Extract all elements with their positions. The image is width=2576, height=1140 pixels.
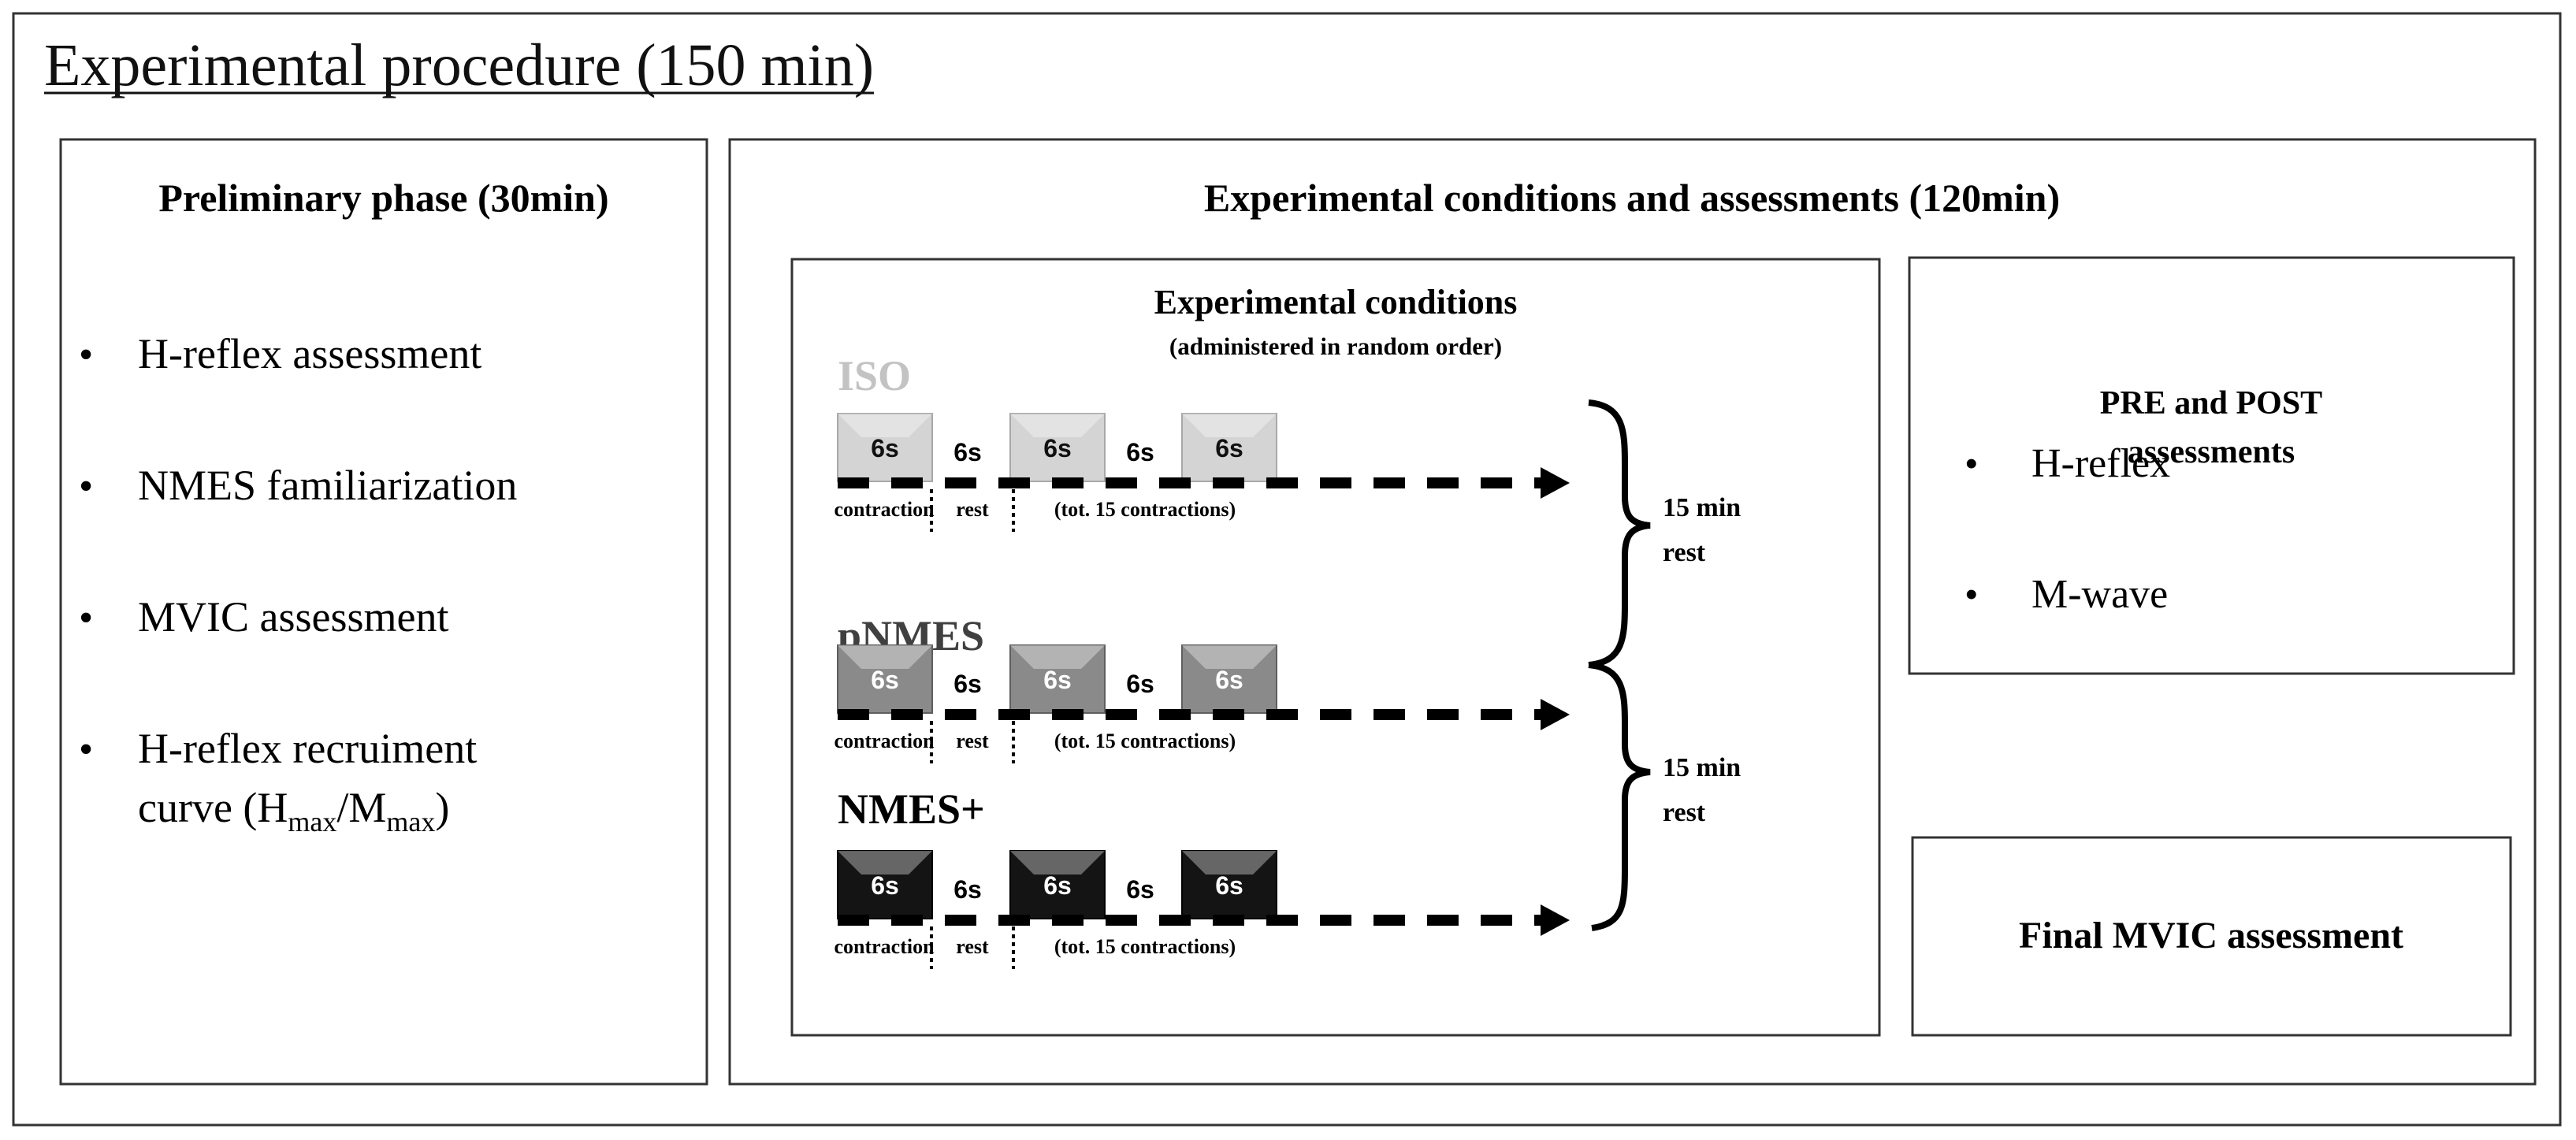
contraction-block: 6s [1009, 413, 1106, 482]
arrow-head-icon [1541, 467, 1570, 499]
rest-period-label: rest [1663, 798, 1706, 827]
arrow-head-icon [1541, 904, 1570, 936]
rest-label: rest [956, 498, 989, 521]
arrow-head-icon [1541, 699, 1570, 730]
pre-post-box: PRE and POST assessments • H-reflex • M-wav… [1908, 256, 2515, 675]
contraction-label: contraction [834, 935, 935, 958]
experimental-title: Experimental conditions and assessments … [1204, 176, 2060, 220]
bullet-icon: • [79, 596, 93, 641]
outer-frame [12, 12, 2562, 1127]
rest-period-duration: 15 min [1663, 493, 1741, 522]
bullet-icon: • [79, 464, 93, 509]
bullet-icon: • [1965, 572, 1979, 616]
contraction-block: 6s [1009, 850, 1106, 919]
block-duration: 6s [1043, 666, 1072, 694]
brace-2 [1588, 662, 1651, 931]
rest-period-label: rest [1663, 538, 1706, 567]
block-duration: 6s [1215, 666, 1243, 694]
contraction-block: 6s [1181, 850, 1277, 919]
pre-post-title-2: assessments [2128, 434, 2295, 470]
block-duration: 6s [1215, 871, 1243, 900]
bullet-icon: • [1965, 441, 1979, 485]
contraction-block: 6s [1181, 413, 1277, 482]
rest-duration: 6s [953, 875, 982, 904]
rest-period-duration: 15 min [1663, 753, 1741, 782]
contraction-block: 6s [837, 413, 933, 482]
experimental-box: Experimental conditions and assessments … [728, 138, 2537, 1086]
conditions-title: Experimental conditions [1154, 283, 1518, 321]
preliminary-item: H-reflex recruiment [138, 725, 477, 772]
conditions-subtitle: (administered in random order) [1169, 332, 1502, 360]
rest-duration: 6s [953, 670, 982, 698]
final-mvic-box: Final MVIC assessment [1911, 836, 2512, 1037]
preliminary-item: H-reflex assessment [138, 330, 481, 377]
bullet-icon: • [79, 332, 93, 377]
block-duration: 6s [871, 434, 899, 462]
final-mvic-label: Final MVIC assessment [2019, 915, 2403, 956]
contraction-block: 6s [1181, 644, 1277, 714]
total-contractions-label: (tot. 15 contractions) [1054, 935, 1236, 958]
preliminary-item: MVIC assessment [138, 593, 448, 641]
condition-label: ISO [838, 352, 911, 399]
block-duration: 6s [1043, 434, 1072, 462]
contraction-block: 6s [837, 850, 933, 919]
preliminary-phase-box: Preliminary phase (30min) • H-reflex asse… [59, 138, 708, 1086]
contraction-block: 6s [837, 644, 933, 714]
assessment-item: H-reflex [2031, 441, 2170, 486]
block-duration: 6s [1215, 434, 1243, 462]
rest-duration: 6s [1126, 875, 1154, 904]
condition-row-iso: ISO 6s 6s 6s 6s 6s contraction rest (tot. 15 con… [834, 352, 1570, 532]
conditions-box: Experimental conditions (administered in… [790, 258, 1881, 1037]
condition-row-nmes-plus: NMES+ 6s 6s 6s 6s 6s contraction rest (tot. 15 c… [834, 785, 1570, 969]
condition-label: NMES+ [838, 785, 985, 833]
block-duration: 6s [871, 666, 899, 694]
bullet-icon: • [79, 727, 93, 772]
assessment-item: M-wave [2031, 572, 2168, 617]
total-contractions-label: (tot. 15 contractions) [1054, 730, 1236, 752]
total-contractions-label: (tot. 15 contractions) [1054, 498, 1236, 521]
contraction-label: contraction [834, 498, 935, 521]
page-title: Experimental procedure (150 min) [44, 32, 874, 98]
contraction-block: 6s [1009, 644, 1106, 714]
rest-label: rest [956, 730, 989, 752]
rest-duration: 6s [1126, 670, 1154, 698]
block-duration: 6s [1043, 871, 1072, 900]
block-duration: 6s [871, 871, 899, 900]
preliminary-item-continuation: curve (Hmax/Mmax) [138, 784, 449, 837]
preliminary-title: Preliminary phase (30min) [158, 176, 608, 220]
rest-duration: 6s [1126, 438, 1154, 466]
pre-post-title-1: PRE and POST [2100, 385, 2322, 421]
preliminary-item: NMES familiarization [138, 462, 517, 509]
rest-label: rest [956, 935, 989, 958]
contraction-label: contraction [834, 730, 935, 752]
brace-1 [1588, 399, 1651, 668]
rest-duration: 6s [953, 438, 982, 466]
